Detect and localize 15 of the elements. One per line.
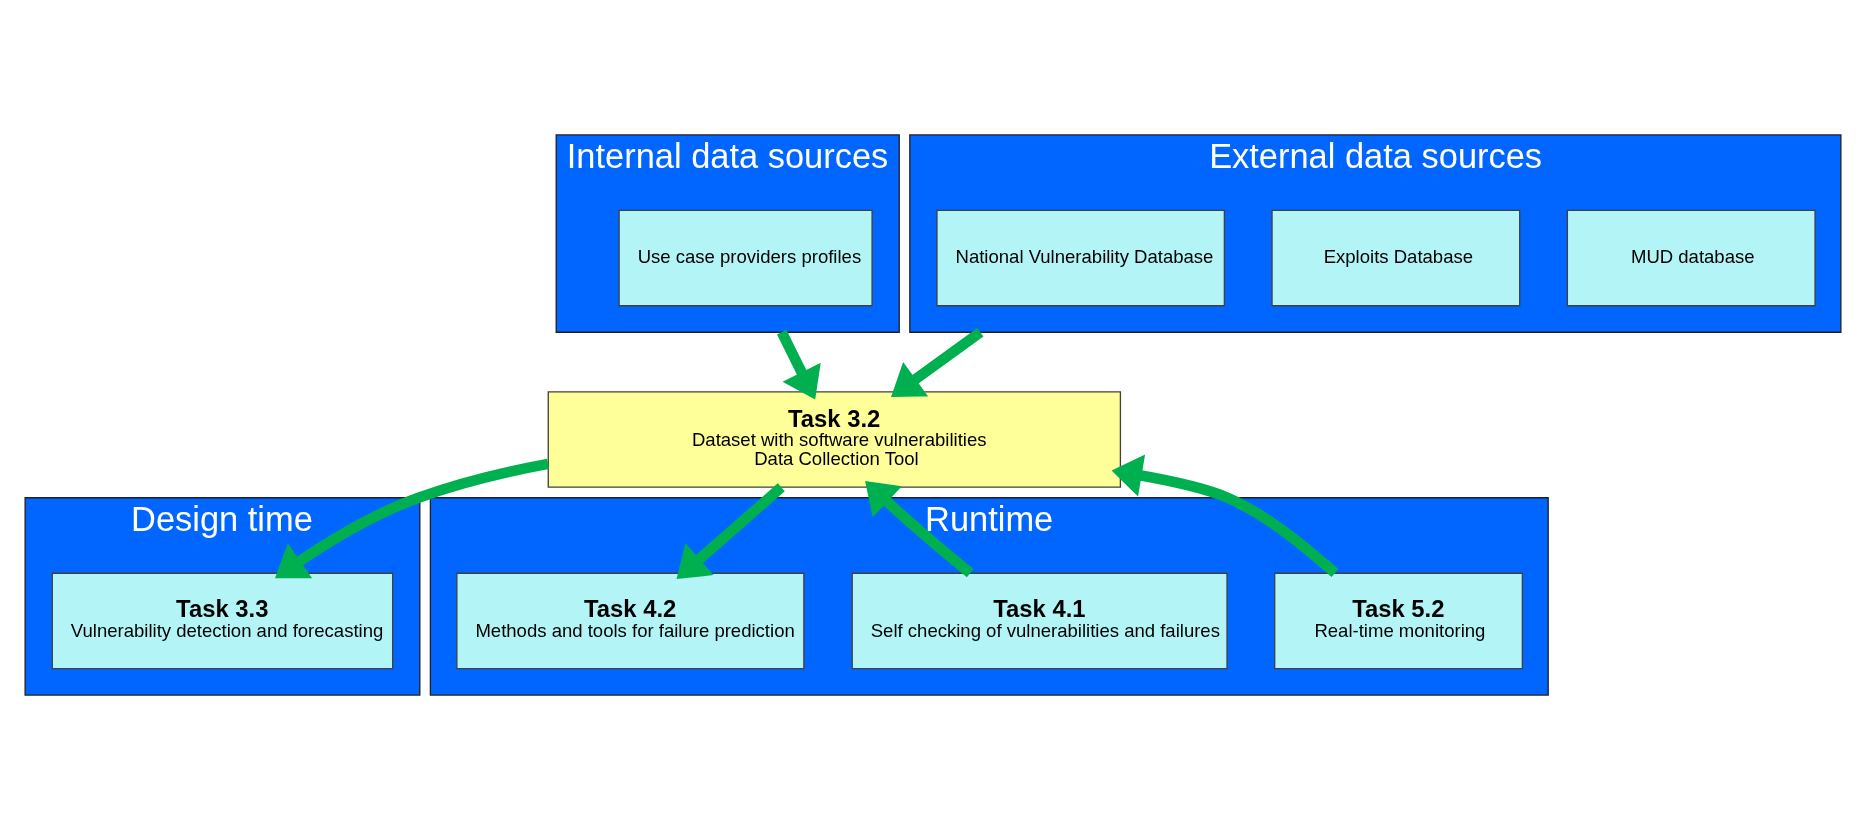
arrow [891, 327, 984, 397]
arrow [777, 329, 821, 400]
node-box: Task 4.2 Methods and tools for failure prediction [456, 572, 805, 669]
node-box: National Vulnerability Database [936, 209, 1225, 306]
node-box: Task 4.1 Self checking of vulnerabilities and failures [851, 572, 1228, 669]
arrow [865, 480, 974, 577]
node-box: Use case providers profiles [618, 209, 873, 306]
node-box: Task 3.2 Dataset with software vulnerabilities Data Collection Tool [547, 390, 1122, 488]
node-box: Task 5.2 Real-time monitoring [1274, 572, 1523, 669]
node-box: Exploits Database [1271, 209, 1521, 306]
node-box: MUD database [1566, 209, 1816, 306]
node-box: Task 3.3 Vulnerability detection and forecasting [51, 572, 394, 669]
arrow [676, 482, 785, 579]
arrow [1111, 454, 1339, 577]
arrow [275, 458, 550, 578]
